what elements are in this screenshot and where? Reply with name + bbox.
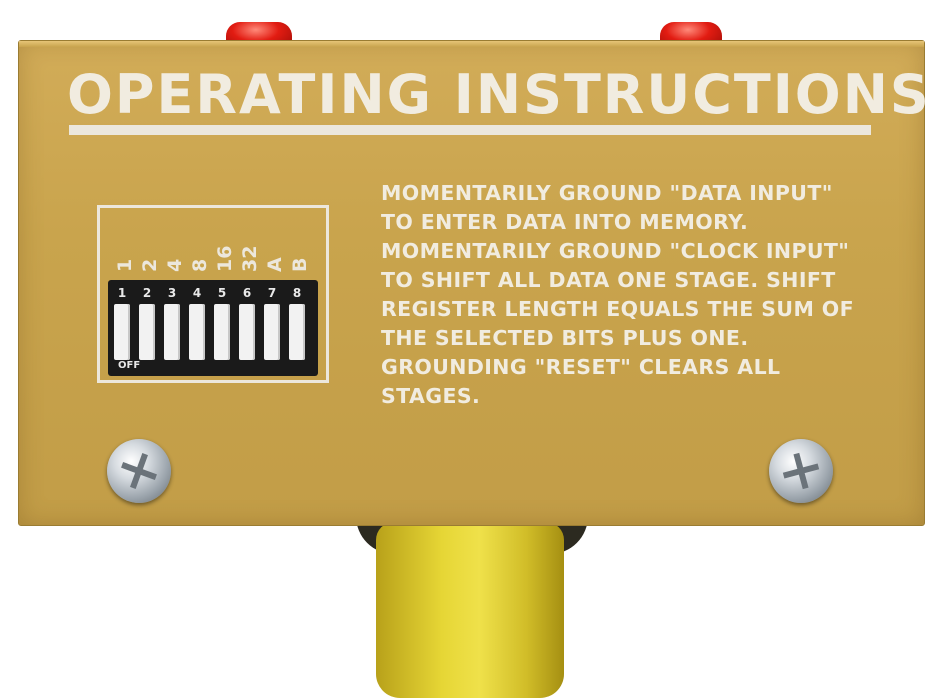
instruction-line: MOMENTARILY GROUND "DATA INPUT" [381,181,833,205]
dip-position-number: 5 [217,286,227,300]
bit-label-row: 1 2 4 8 16 32 A B [100,208,326,274]
dip-position-number: 8 [292,286,302,300]
gold-panel: OPERATING INSTRUCTIONS 1 2 4 8 16 32 A B… [18,40,931,526]
dip-lever[interactable] [264,304,280,360]
dip-lever[interactable] [289,304,305,360]
dip-position-number: 1 [117,286,127,300]
bit-label: 8 [189,258,211,272]
instructions-text: MOMENTARILY GROUND "DATA INPUT" TO ENTER… [381,179,921,411]
instruction-line: TO ENTER DATA INTO MEMORY. [381,210,749,234]
dip-position-number: 7 [267,286,277,300]
bit-label: 16 [214,245,236,272]
dip-lever[interactable] [139,304,155,360]
off-label: OFF [118,360,141,371]
dip-position-number: 3 [167,286,177,300]
instruction-line: TO SHIFT ALL DATA ONE STAGE. SHIFT [381,268,836,292]
instruction-line: MOMENTARILY GROUND "CLOCK INPUT" [381,239,850,263]
panel-top-edge [19,41,924,47]
instruction-line: GROUNDING "RESET" CLEARS ALL [381,355,781,379]
instruction-line: REGISTER LENGTH EQUALS THE SUM OF [381,297,855,321]
screw-icon [769,439,833,503]
dip-position-number: 4 [192,286,202,300]
dip-switch-frame: 1 2 4 8 16 32 A B 1 2 3 4 5 6 7 8 [97,205,329,383]
instruction-line: THE SELECTED BITS PLUS ONE. [381,326,749,350]
instruction-line: STAGES. [381,384,481,408]
panel-title: OPERATING INSTRUCTIONS [67,63,931,126]
dip-switch: 1 2 3 4 5 6 7 8 OFF [108,280,318,376]
dip-lever[interactable] [239,304,255,360]
screw-icon [107,439,171,503]
bit-label: 2 [139,258,161,272]
bit-label: B [289,257,311,272]
dip-lever[interactable] [214,304,230,360]
title-underline [69,125,871,135]
bit-label: 4 [164,258,186,272]
dip-lever[interactable] [189,304,205,360]
dip-lever[interactable] [114,304,130,360]
bit-label: 1 [114,258,136,272]
bit-label: 32 [239,245,261,272]
bit-label: A [264,257,286,272]
dip-position-number: 2 [142,286,152,300]
dip-position-number: 6 [242,286,252,300]
dip-lever[interactable] [164,304,180,360]
yellow-knob [376,522,564,698]
